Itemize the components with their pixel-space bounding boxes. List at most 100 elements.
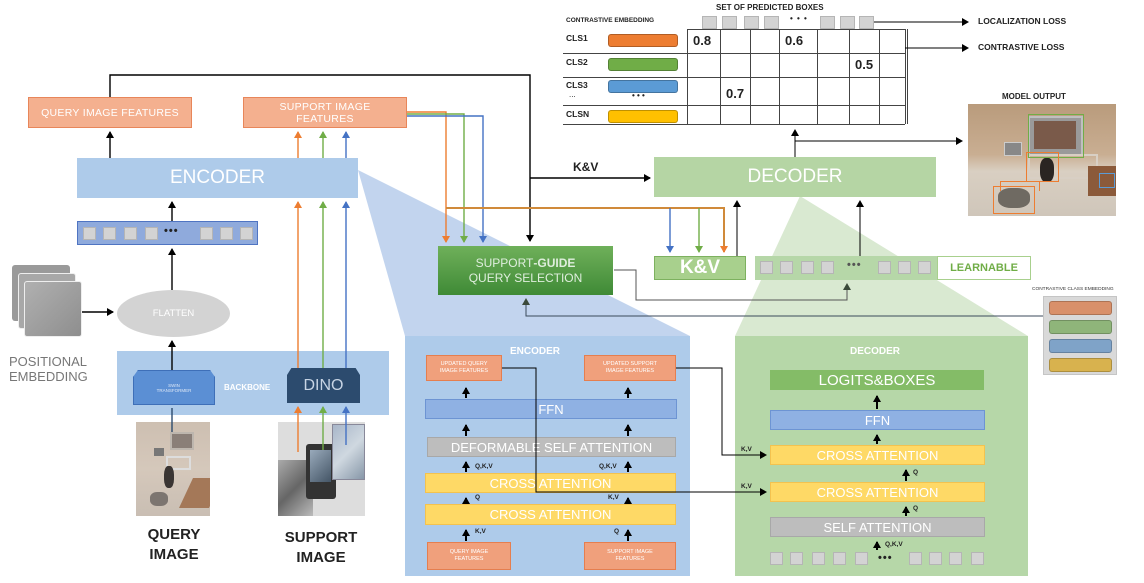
predicted-box-token: [722, 16, 737, 29]
encoder-q-right-label: Q: [614, 528, 620, 535]
swin-transformer-block: SWIN TRANSFORMER: [133, 370, 215, 405]
support-image-features-box: SUPPORT IMAGE FEATURES: [243, 97, 407, 128]
support-image-tv: [306, 444, 336, 499]
token-ellipsis: •••: [164, 225, 179, 237]
query-token: [801, 261, 814, 274]
encoder-deformable-attention-layer: DEFORMABLE SELF ATTENTION: [427, 437, 676, 457]
decoder-kv1-label: K,V: [741, 446, 752, 453]
decoder-token: [833, 552, 846, 565]
encoder-ffn-layer: FFN: [425, 399, 677, 419]
localization-loss-label: LOCALIZATION LOSS: [978, 16, 1067, 26]
support-image-book: [332, 424, 365, 480]
encoder-cross-attention-1: CROSS ATTENTION: [425, 473, 676, 493]
matrix-row: CLS3...• • •0.7: [563, 77, 908, 105]
decoder-token-ellipsis: •••: [878, 552, 893, 564]
decoder-token: [971, 552, 984, 565]
decoder-q1-label: Q: [913, 469, 919, 476]
decoder-token: [855, 552, 868, 565]
decoder-cross-attention-1: CROSS ATTENTION: [770, 445, 985, 465]
predicted-boxes-ellipsis: • • •: [790, 14, 808, 23]
decoder-ffn-layer: FFN: [770, 410, 985, 430]
dino-block: DINO: [287, 368, 360, 403]
decoder-token: [812, 552, 825, 565]
similarity-score: 0.8: [693, 33, 712, 48]
decoder-detail-title: DECODER: [850, 346, 901, 357]
class-embedding-bar: [608, 80, 678, 93]
class-sublabel: ...: [569, 90, 576, 99]
kv-box: K&V: [654, 256, 746, 280]
query-token: [780, 261, 793, 274]
encoder-qkv-left-label: Q,K,V: [475, 463, 493, 470]
positional-embedding-label: POSITIONAL EMBEDDING: [9, 354, 88, 384]
token: [124, 227, 137, 240]
similarity-score: 0.6: [785, 33, 804, 48]
model-output-title: MODEL OUTPUT: [1002, 92, 1066, 101]
support-image: [278, 422, 365, 516]
predicted-box-token: [764, 16, 779, 29]
decoder-query-tokens: •••: [770, 551, 985, 567]
encoder-cross-attention-2: CROSS ATTENTION: [425, 504, 676, 525]
detection-box-cls3: [1099, 173, 1115, 188]
predicted-box-token: [859, 16, 874, 29]
query-image-label: QUERY IMAGE: [147, 526, 201, 563]
similarity-score: 0.5: [855, 57, 874, 72]
class-embedding-swatch: [1049, 301, 1112, 315]
token: [240, 227, 253, 240]
predicted-box-token: [744, 16, 759, 29]
encoder-kv-left-label: K,V: [475, 528, 486, 535]
contrastive-embedding-header: CONTRASTIVE EMBEDDING: [566, 17, 655, 24]
support-features-line2: FEATURES: [296, 112, 354, 125]
support-guided-query-selection: SUPPORT-GUIDE QUERY SELECTION: [438, 246, 613, 295]
class-embedding-swatch: [1049, 358, 1112, 372]
matrix-grid: [563, 29, 908, 125]
detection-box-cls1: [993, 186, 1035, 214]
encoder-query-features-box: QUERY IMAGE FEATURES: [427, 542, 511, 570]
class-embedding-bar: [608, 110, 678, 123]
encoder-support-features-box: SUPPORT IMAGE FEATURES: [584, 542, 676, 570]
similarity-score: 0.7: [726, 86, 745, 101]
contrastive-loss-label: CONTRASTIVE LOSS: [978, 42, 1065, 52]
decoder-token: [790, 552, 803, 565]
logits-boxes-block: LOGITS&BOXES: [770, 370, 984, 390]
query-token: [821, 261, 834, 274]
predicted-box-token: [840, 16, 855, 29]
predicted-box-token: [702, 16, 717, 29]
encoder-block: ENCODER: [77, 158, 358, 198]
contrastive-class-embedding-stack: [1043, 296, 1117, 375]
class-embedding-bar: [608, 58, 678, 71]
predicted-boxes-title: SET OF PREDICTED BOXES: [716, 3, 824, 12]
query-image: [136, 422, 210, 516]
class-label: CLS1: [566, 33, 588, 43]
model-output-image: [968, 104, 1116, 216]
token: [200, 227, 213, 240]
class-label: CLS2: [566, 57, 588, 67]
encoder-detail-title: ENCODER: [510, 346, 561, 357]
support-features-line1: SUPPORT IMAGE: [279, 100, 371, 113]
flattened-token-bar: •••: [77, 221, 258, 245]
matrix-row: CLS1 0.8 0.6: [563, 29, 908, 53]
updated-query-features-box: UPDATED QUERY IMAGE FEATURES: [426, 355, 502, 381]
kv-label: K&V: [573, 160, 599, 174]
decoder-qkv-label: Q,K,V: [885, 541, 903, 548]
detection-box-cls1: [1026, 152, 1059, 182]
class-embedding-bar: [608, 34, 678, 47]
decoder-cross-attention-2: CROSS ATTENTION: [770, 482, 985, 502]
matrix-row: CLSN: [563, 105, 908, 124]
decoder-block: DECODER: [654, 157, 936, 197]
encoder-qkv-right-label: Q,K,V: [599, 463, 617, 470]
predicted-boxes-row: • • •: [700, 14, 880, 30]
token: [145, 227, 158, 240]
decoder-kv2-label: K,V: [741, 483, 752, 490]
wire-class-embedding-to-selection: [522, 298, 1043, 317]
encoder-q-left-label: Q: [475, 494, 481, 501]
decoder-token: [770, 552, 783, 565]
decoder-token: [949, 552, 962, 565]
support-image-label: SUPPORT IMAGE: [284, 529, 358, 566]
detection-box-cls1: [1000, 181, 1040, 191]
decoder-token: [929, 552, 942, 565]
flatten-node: FLATTEN: [117, 290, 230, 337]
decoder-q2-label: Q: [913, 505, 919, 512]
class-row-ellipsis: • • •: [632, 91, 645, 100]
detection-box-cls2: [1028, 114, 1084, 158]
